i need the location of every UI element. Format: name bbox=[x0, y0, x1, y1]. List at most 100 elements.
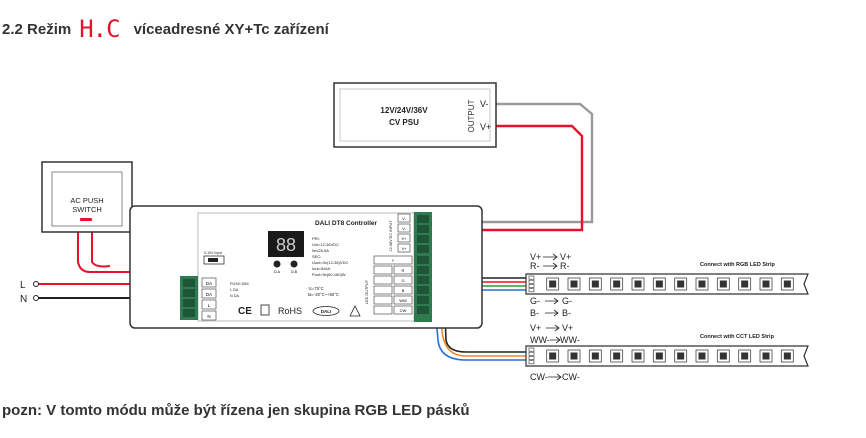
output-term-g: G bbox=[401, 278, 404, 283]
screw bbox=[183, 289, 195, 297]
led-chip-core bbox=[613, 352, 621, 360]
button-d-b[interactable] bbox=[290, 260, 298, 268]
output-terminal-labels: + R G B WW CW bbox=[373, 255, 413, 315]
output-term-ww: WW bbox=[399, 298, 407, 303]
screw bbox=[417, 306, 429, 314]
rgb-led-strip bbox=[525, 273, 809, 295]
temp-line-1: · tc=75°C bbox=[306, 286, 324, 291]
rgb-label-g-a: G- bbox=[530, 296, 540, 306]
spec-line: Iout=5x5A bbox=[312, 266, 330, 271]
label-box bbox=[397, 213, 411, 223]
small-connector-label: 0-10V Input bbox=[204, 251, 222, 255]
ce-mark: CE bbox=[238, 306, 252, 317]
output-term-r: R bbox=[402, 268, 405, 273]
switch-plate bbox=[51, 171, 123, 227]
button-d-a[interactable] bbox=[273, 260, 281, 268]
input-terminal-labels: V- V- V+ V+ bbox=[397, 213, 411, 253]
led-chip-core bbox=[549, 352, 557, 360]
heading-suffix: víceadresné XY+Tc zařízení bbox=[133, 20, 329, 38]
controller-title: DALI DT8 Controller bbox=[315, 220, 378, 227]
cct-label-ww-a: WW- bbox=[530, 335, 550, 345]
strip-pad bbox=[528, 347, 535, 352]
switch-led bbox=[80, 218, 92, 221]
cct-label-vplus-b: V+ bbox=[562, 323, 573, 333]
label-box bbox=[201, 310, 217, 321]
arrow-icon bbox=[545, 297, 559, 305]
led-chip-core bbox=[741, 280, 749, 288]
screw bbox=[417, 215, 429, 223]
output-term-cw: CW bbox=[400, 308, 407, 313]
psu-label-2: CV PSU bbox=[389, 118, 419, 127]
led-chip-core bbox=[783, 280, 791, 288]
cct-led-strip-group: V+ V+ WW- WW- CW- CW- Connect with CCT L… bbox=[525, 323, 809, 382]
rgb-strip-title: Connect with RGB LED Strip bbox=[700, 262, 776, 268]
spec-text: PRI: Uin=12-36VDC Iin≤25.5A SEC: Uout=3x… bbox=[312, 236, 348, 277]
led-chip-core bbox=[570, 352, 578, 360]
led-chip-core bbox=[698, 352, 706, 360]
led-chip-core bbox=[613, 280, 621, 288]
label-box bbox=[373, 275, 393, 285]
right-terminal-screws bbox=[417, 215, 429, 314]
ac-push-switch: AC PUSH SWITCH bbox=[41, 161, 133, 233]
mains-n-label: N bbox=[20, 294, 27, 305]
rgb-label-vplus-a: V+ bbox=[530, 252, 541, 262]
label-box bbox=[373, 255, 413, 265]
input-label: 12-36V DC INPUT bbox=[389, 220, 393, 252]
push-dim-row-2: N DA bbox=[230, 294, 240, 298]
led-chip-core bbox=[591, 280, 599, 288]
output-term-plus: + bbox=[392, 258, 395, 263]
psu-terminal-neg: V- bbox=[480, 99, 489, 109]
led-chip-core bbox=[719, 280, 727, 288]
display-digits: 88 bbox=[276, 235, 296, 255]
output-label: LED OUTPUT bbox=[365, 279, 369, 304]
spec-line: Iin≤25.5A bbox=[312, 248, 329, 253]
arrow-icon bbox=[543, 262, 558, 270]
strip-pad bbox=[528, 356, 535, 360]
footnote: pozn: V tomto módu může být řízena jen s… bbox=[2, 402, 470, 419]
mains-n-terminal bbox=[33, 295, 39, 301]
spec-line: Pout=5x(60-180)W bbox=[312, 272, 346, 277]
screw bbox=[183, 299, 195, 307]
cct-label-ww-b: WW- bbox=[560, 335, 580, 345]
led-chip-core bbox=[634, 280, 642, 288]
rohs-mark: RoHS bbox=[278, 306, 302, 316]
screw bbox=[183, 309, 195, 317]
label-box bbox=[373, 295, 393, 305]
label-box bbox=[393, 265, 413, 275]
spec-line: Uout=3x(12-36)VDC bbox=[312, 260, 348, 265]
cct-label-cw-a: CW- bbox=[530, 372, 548, 382]
label-box bbox=[397, 233, 411, 243]
led-chip-core bbox=[655, 352, 663, 360]
arrow-icon bbox=[548, 373, 562, 381]
led-chip-core bbox=[762, 352, 770, 360]
input-term-3: V+ bbox=[401, 236, 407, 241]
heading-prefix: 2.2 Režim bbox=[2, 20, 72, 38]
left-term-3: L bbox=[208, 303, 211, 308]
label-box bbox=[393, 305, 413, 315]
mains-l-terminal bbox=[33, 281, 39, 287]
rgb-label-b-b: B- bbox=[562, 308, 571, 318]
cct-label-vplus-a: V+ bbox=[530, 323, 541, 333]
screw bbox=[417, 296, 429, 304]
button-d-b-label: D-B bbox=[291, 270, 298, 274]
psu-label-1: 12V/24V/36V bbox=[380, 106, 428, 115]
label-box bbox=[201, 288, 217, 299]
strip-pad bbox=[528, 351, 535, 356]
arrow-icon bbox=[543, 253, 558, 261]
push-dim-label: PUSH DIM bbox=[230, 282, 249, 286]
button-d-a-label: D-A bbox=[274, 270, 281, 274]
rgb-label-r-a: R- bbox=[530, 261, 540, 271]
output-term-b: B bbox=[402, 288, 405, 293]
rgb-led-strip-group: V+ V+ R- R- G- G- B- B- Connect with RGB… bbox=[525, 252, 809, 318]
screw bbox=[417, 276, 429, 284]
label-box bbox=[393, 295, 413, 305]
strip-pad bbox=[528, 288, 535, 293]
psu-body bbox=[333, 82, 497, 148]
label-box bbox=[397, 243, 411, 253]
strip-pad bbox=[528, 279, 535, 284]
seven-segment-display bbox=[268, 231, 304, 257]
strip-pad bbox=[528, 284, 535, 288]
led-chip-core bbox=[655, 280, 663, 288]
left-term-2: DA bbox=[206, 292, 212, 297]
